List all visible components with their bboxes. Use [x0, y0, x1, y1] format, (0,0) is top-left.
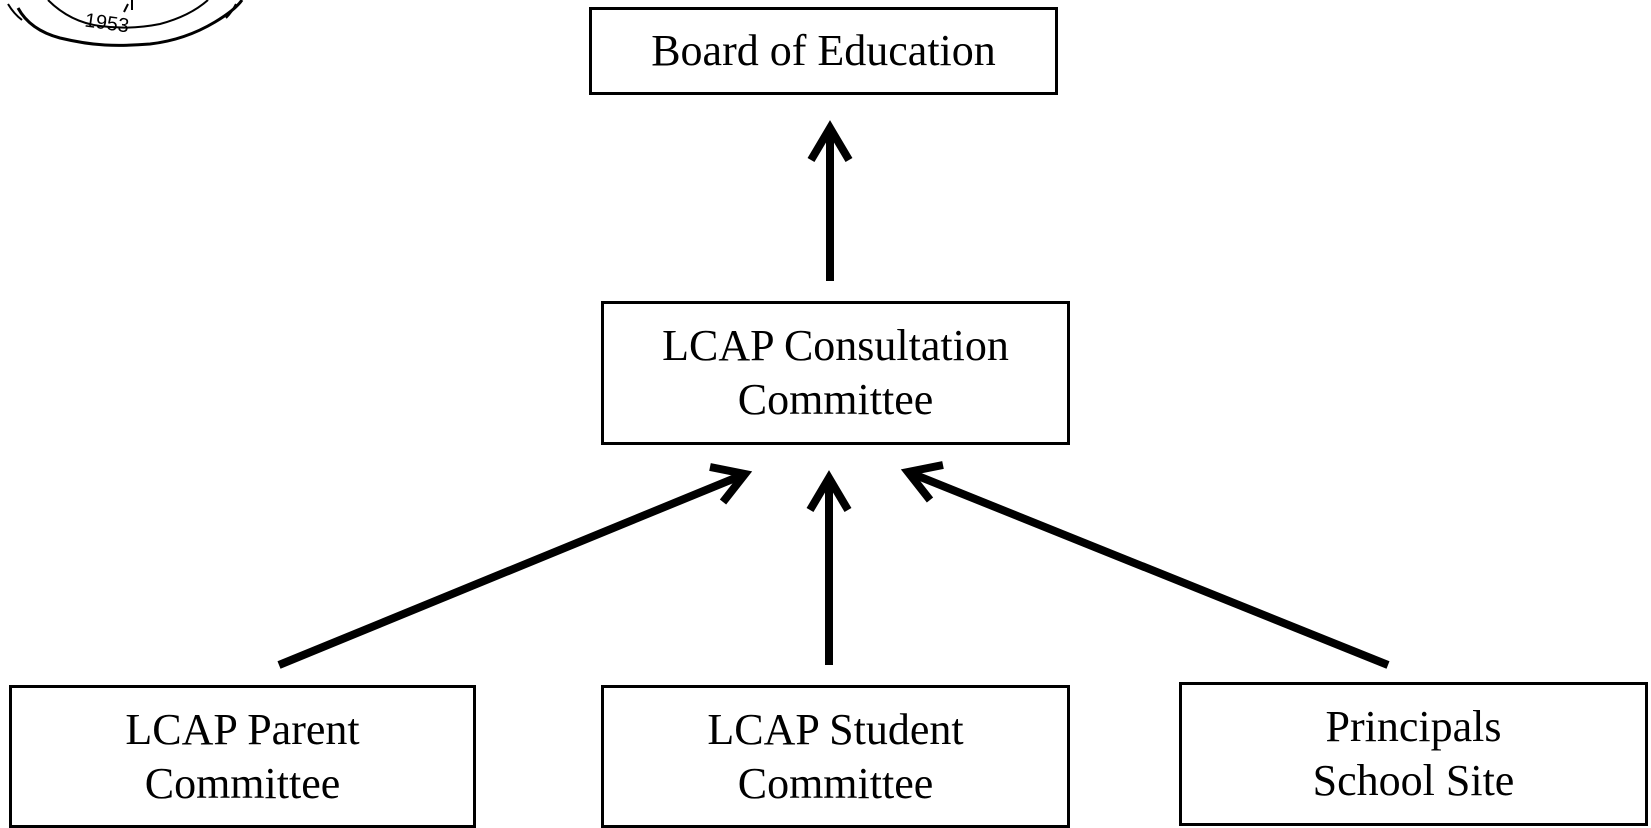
node-label-line-1: LCAP Student [707, 704, 964, 754]
arrow-consultation-to-board [807, 120, 853, 281]
arrow-principals-to-consultation [900, 461, 1390, 669]
node-label-line-1: Principals [1325, 702, 1502, 751]
node-label-line-1: LCAP Parent [125, 704, 360, 754]
node-label: Board of Education [651, 26, 996, 75]
node-label-line-2: Committee [144, 758, 341, 808]
arrow-parent-to-consultation [277, 463, 753, 669]
node-lcap-parent-committee: LCAP Parent Committee [9, 685, 476, 828]
district-seal-logo: 1953 [0, 0, 250, 52]
node-principals-school-site: Principals School Site [1179, 682, 1648, 826]
node-board-of-education: Board of Education [589, 7, 1058, 95]
arrow-student-to-consultation [806, 470, 852, 665]
node-label-line-2: Committee [737, 758, 934, 808]
seal-graphic: 1953 [7, 0, 244, 47]
node-label-line-1: LCAP Consultation [662, 321, 1009, 370]
node-lcap-student-committee: LCAP Student Committee [601, 685, 1070, 828]
node-label-line-2: Committee [737, 375, 934, 424]
node-lcap-consultation-committee: LCAP Consultation Committee [601, 301, 1070, 445]
node-label-line-2: School Site [1312, 756, 1515, 805]
